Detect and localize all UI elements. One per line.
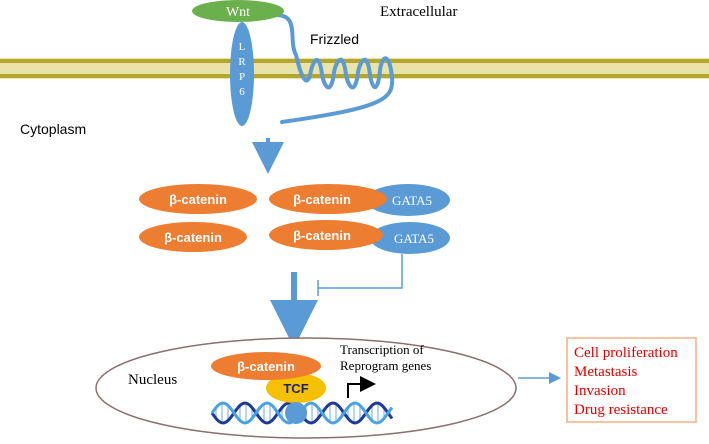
transcription-label-line1: Transcription of — [340, 342, 424, 357]
outcome-item: Invasion — [574, 383, 626, 399]
transcription-label-line2: Reprogram genes — [340, 358, 431, 373]
wnt-ligand — [192, 0, 284, 22]
cell-membrane — [0, 58, 709, 79]
transcription-start-arrow — [347, 376, 376, 398]
lrp6-letter: R — [238, 56, 246, 68]
outcome-item: Cell proliferation — [574, 345, 678, 361]
extracellular-label: Extracellular — [380, 4, 457, 20]
beta-catenin-4-label: β-catenin — [293, 228, 351, 243]
wnt-label: Wnt — [226, 5, 250, 20]
lrp6-letter: 6 — [239, 86, 245, 98]
gata5-2 — [370, 222, 450, 254]
beta-catenin-2-label: β-catenin — [164, 230, 222, 245]
beta-catenin-nuclear — [211, 352, 321, 380]
beta-catenin-3 — [269, 184, 387, 214]
outcomes-box — [566, 337, 697, 423]
gata5-inhibition-line — [318, 254, 403, 289]
outcome-item: Drug resistance — [574, 402, 668, 418]
frizzled-receptor — [274, 13, 395, 124]
tcf-label: TCF — [283, 381, 308, 396]
beta-catenin-2 — [139, 222, 247, 252]
lrp6-letter: L — [239, 41, 246, 53]
cytoplasm-label: Cytoplasm — [20, 121, 86, 137]
outcome-item: Metastasis — [574, 364, 637, 380]
beta-catenin-1-label: β-catenin — [169, 192, 227, 207]
gata5-2-label: GATA5 — [394, 231, 434, 246]
frizzled-label: Frizzled — [310, 31, 359, 47]
beta-catenin-4 — [269, 220, 383, 250]
gata5-1 — [366, 184, 450, 216]
lrp6-receptor — [230, 22, 254, 126]
beta-catenin-3-label: β-catenin — [293, 192, 351, 207]
nucleus-label: Nucleus — [128, 372, 177, 388]
lrp6-letter: P — [239, 71, 245, 83]
tcf-factor — [266, 373, 326, 403]
dna-binding-site — [285, 402, 307, 424]
beta-catenin-1 — [139, 184, 257, 214]
outcomes-list: Cell proliferationMetastasisInvasionDrug… — [574, 345, 678, 418]
gata5-1-label: GATA5 — [392, 193, 432, 208]
beta-catenin-nuclear-label: β-catenin — [237, 359, 295, 374]
